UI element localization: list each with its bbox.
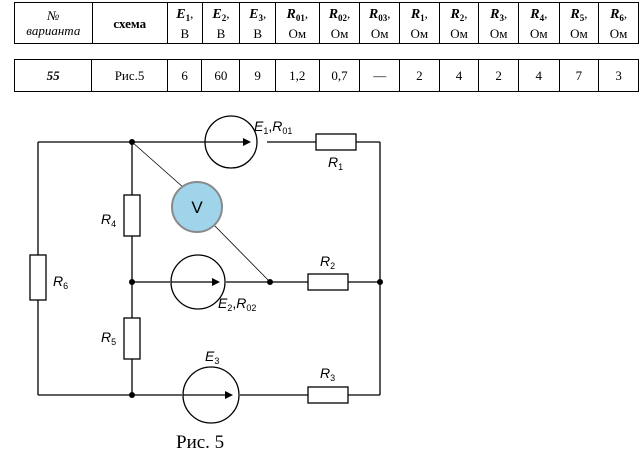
header-scheme: схема bbox=[91, 2, 168, 44]
header-r4-sub: 4 bbox=[539, 12, 545, 23]
cell-scheme: Рис.5 bbox=[91, 59, 168, 92]
parameter-header-table: № варианта схема E1,В E2,В E3,В R01,Ом R… bbox=[14, 2, 639, 44]
header-r01-sub: 01 bbox=[295, 12, 305, 23]
header-r6-sub: 6 bbox=[619, 12, 624, 23]
header-variant-line2: варианта bbox=[26, 23, 81, 38]
header-r1-unit: Ом bbox=[410, 25, 429, 41]
cell-r5: 7 bbox=[558, 59, 600, 92]
header-r01: R01,Ом bbox=[275, 2, 320, 44]
header-e1-unit: В bbox=[180, 25, 190, 41]
emf-source-e1 bbox=[204, 115, 258, 169]
header-variant-line1: № bbox=[47, 8, 60, 23]
cell-r4: 4 bbox=[517, 59, 560, 92]
node-dot bbox=[267, 279, 273, 285]
resistor-r1 bbox=[315, 133, 357, 151]
label-e3: E3 bbox=[205, 348, 219, 366]
node-dot bbox=[129, 392, 135, 398]
junction-dots bbox=[129, 139, 383, 398]
header-e1-sym: E bbox=[176, 6, 186, 22]
header-r3-sub: 3 bbox=[499, 12, 504, 23]
header-e2-sym: E bbox=[212, 6, 222, 22]
node-dot bbox=[377, 279, 383, 285]
header-r03: R03,Ом bbox=[359, 2, 401, 44]
header-r3: R3,Ом bbox=[478, 2, 519, 44]
cell-e2: 60 bbox=[201, 59, 241, 92]
label-r5: R5 bbox=[101, 329, 116, 347]
header-r6: R6,Ом bbox=[598, 2, 639, 44]
cell-r2: 4 bbox=[438, 59, 480, 92]
voltmeter-label: V bbox=[191, 198, 203, 217]
cell-r3: 2 bbox=[478, 59, 519, 92]
header-r1-sym: R bbox=[410, 6, 421, 22]
emf-source-e3 bbox=[182, 366, 240, 424]
header-r2-sub: 2 bbox=[459, 12, 465, 23]
header-r5-sub: 5 bbox=[579, 12, 585, 23]
voltmeter-body bbox=[171, 181, 223, 233]
cell-variant: 55 bbox=[13, 59, 93, 92]
header-r03-sub: 03 bbox=[378, 12, 388, 23]
header-e1-sub: 1 bbox=[185, 12, 191, 23]
header-r02: R02,Ом bbox=[318, 2, 361, 44]
header-r01-unit: Ом bbox=[288, 25, 307, 41]
header-r2-sym: R bbox=[450, 6, 460, 22]
header-r03-unit: Ом bbox=[370, 25, 389, 41]
header-e2-sub: 2 bbox=[221, 12, 227, 23]
header-e2: E2,В bbox=[201, 2, 241, 44]
header-e3-sub: 3 bbox=[258, 12, 263, 23]
cell-r1: 2 bbox=[399, 59, 440, 92]
header-e3-sym: E bbox=[249, 6, 259, 22]
header-r2: R2,Ом bbox=[438, 2, 480, 44]
header-r3-unit: Ом bbox=[489, 25, 508, 41]
resistor-r4 bbox=[123, 194, 141, 237]
header-r6-sym: R bbox=[610, 6, 620, 22]
header-r6-unit: Ом bbox=[609, 25, 628, 41]
node-dot bbox=[129, 139, 135, 145]
emf-source-e2 bbox=[170, 254, 226, 310]
header-r02-sub: 02 bbox=[338, 12, 348, 23]
label-r4: R4 bbox=[101, 211, 116, 229]
header-r5-sym: R bbox=[570, 6, 580, 22]
cell-r03: — bbox=[359, 59, 401, 92]
label-r2: R2 bbox=[320, 253, 335, 271]
header-r5-unit: Ом bbox=[570, 25, 588, 41]
header-r1-sub: 1 bbox=[420, 12, 425, 23]
cell-r6: 3 bbox=[598, 59, 639, 92]
resistor-r5 bbox=[123, 317, 141, 360]
header-e1: E1,В bbox=[166, 2, 203, 44]
header-variant: № варианта bbox=[14, 2, 93, 44]
label-e2-r02: E2,R02 bbox=[218, 295, 256, 313]
header-r5: R5,Ом bbox=[558, 2, 600, 44]
label-r1: R1 bbox=[328, 154, 343, 172]
header-e3-unit: В bbox=[253, 25, 262, 41]
cell-r02: 0,7 bbox=[318, 59, 361, 92]
header-r02-unit: Ом bbox=[330, 25, 349, 41]
table-row: 55 Рис.5 6 60 9 1,2 0,7 — 2 4 2 4 7 3 bbox=[13, 59, 639, 92]
header-r3-sym: R bbox=[490, 6, 500, 22]
header-r2-unit: Ом bbox=[450, 25, 468, 41]
figure-caption: Рис. 5 bbox=[176, 432, 225, 453]
header-r03-sym: R bbox=[368, 6, 379, 22]
cell-e3: 9 bbox=[239, 59, 276, 92]
header-r4-unit: Ом bbox=[529, 25, 548, 41]
cell-r01: 1,2 bbox=[274, 59, 320, 92]
header-e2-unit: В bbox=[216, 25, 226, 41]
header-e3: E3,В bbox=[239, 2, 277, 44]
label-r3: R3 bbox=[320, 365, 335, 383]
node-dot bbox=[129, 279, 135, 285]
voltmeter-lead-top bbox=[131, 141, 185, 189]
voltmeter-lead-bottom bbox=[212, 223, 271, 283]
label-r6: R6 bbox=[53, 273, 68, 291]
resistor-r2 bbox=[307, 273, 349, 291]
header-r4: R4,Ом bbox=[517, 2, 560, 44]
label-e1-r01: E1,R01 bbox=[254, 118, 292, 136]
parameter-data-table: 55 Рис.5 6 60 9 1,2 0,7 — 2 4 2 4 7 3 bbox=[13, 59, 639, 92]
resistor-r3 bbox=[307, 386, 349, 404]
voltmeter: V bbox=[171, 181, 223, 233]
header-r02-sym: R bbox=[328, 6, 339, 22]
resistor-r6 bbox=[29, 254, 47, 301]
header-r4-sym: R bbox=[530, 6, 540, 22]
header-r01-sym: R bbox=[286, 6, 296, 22]
